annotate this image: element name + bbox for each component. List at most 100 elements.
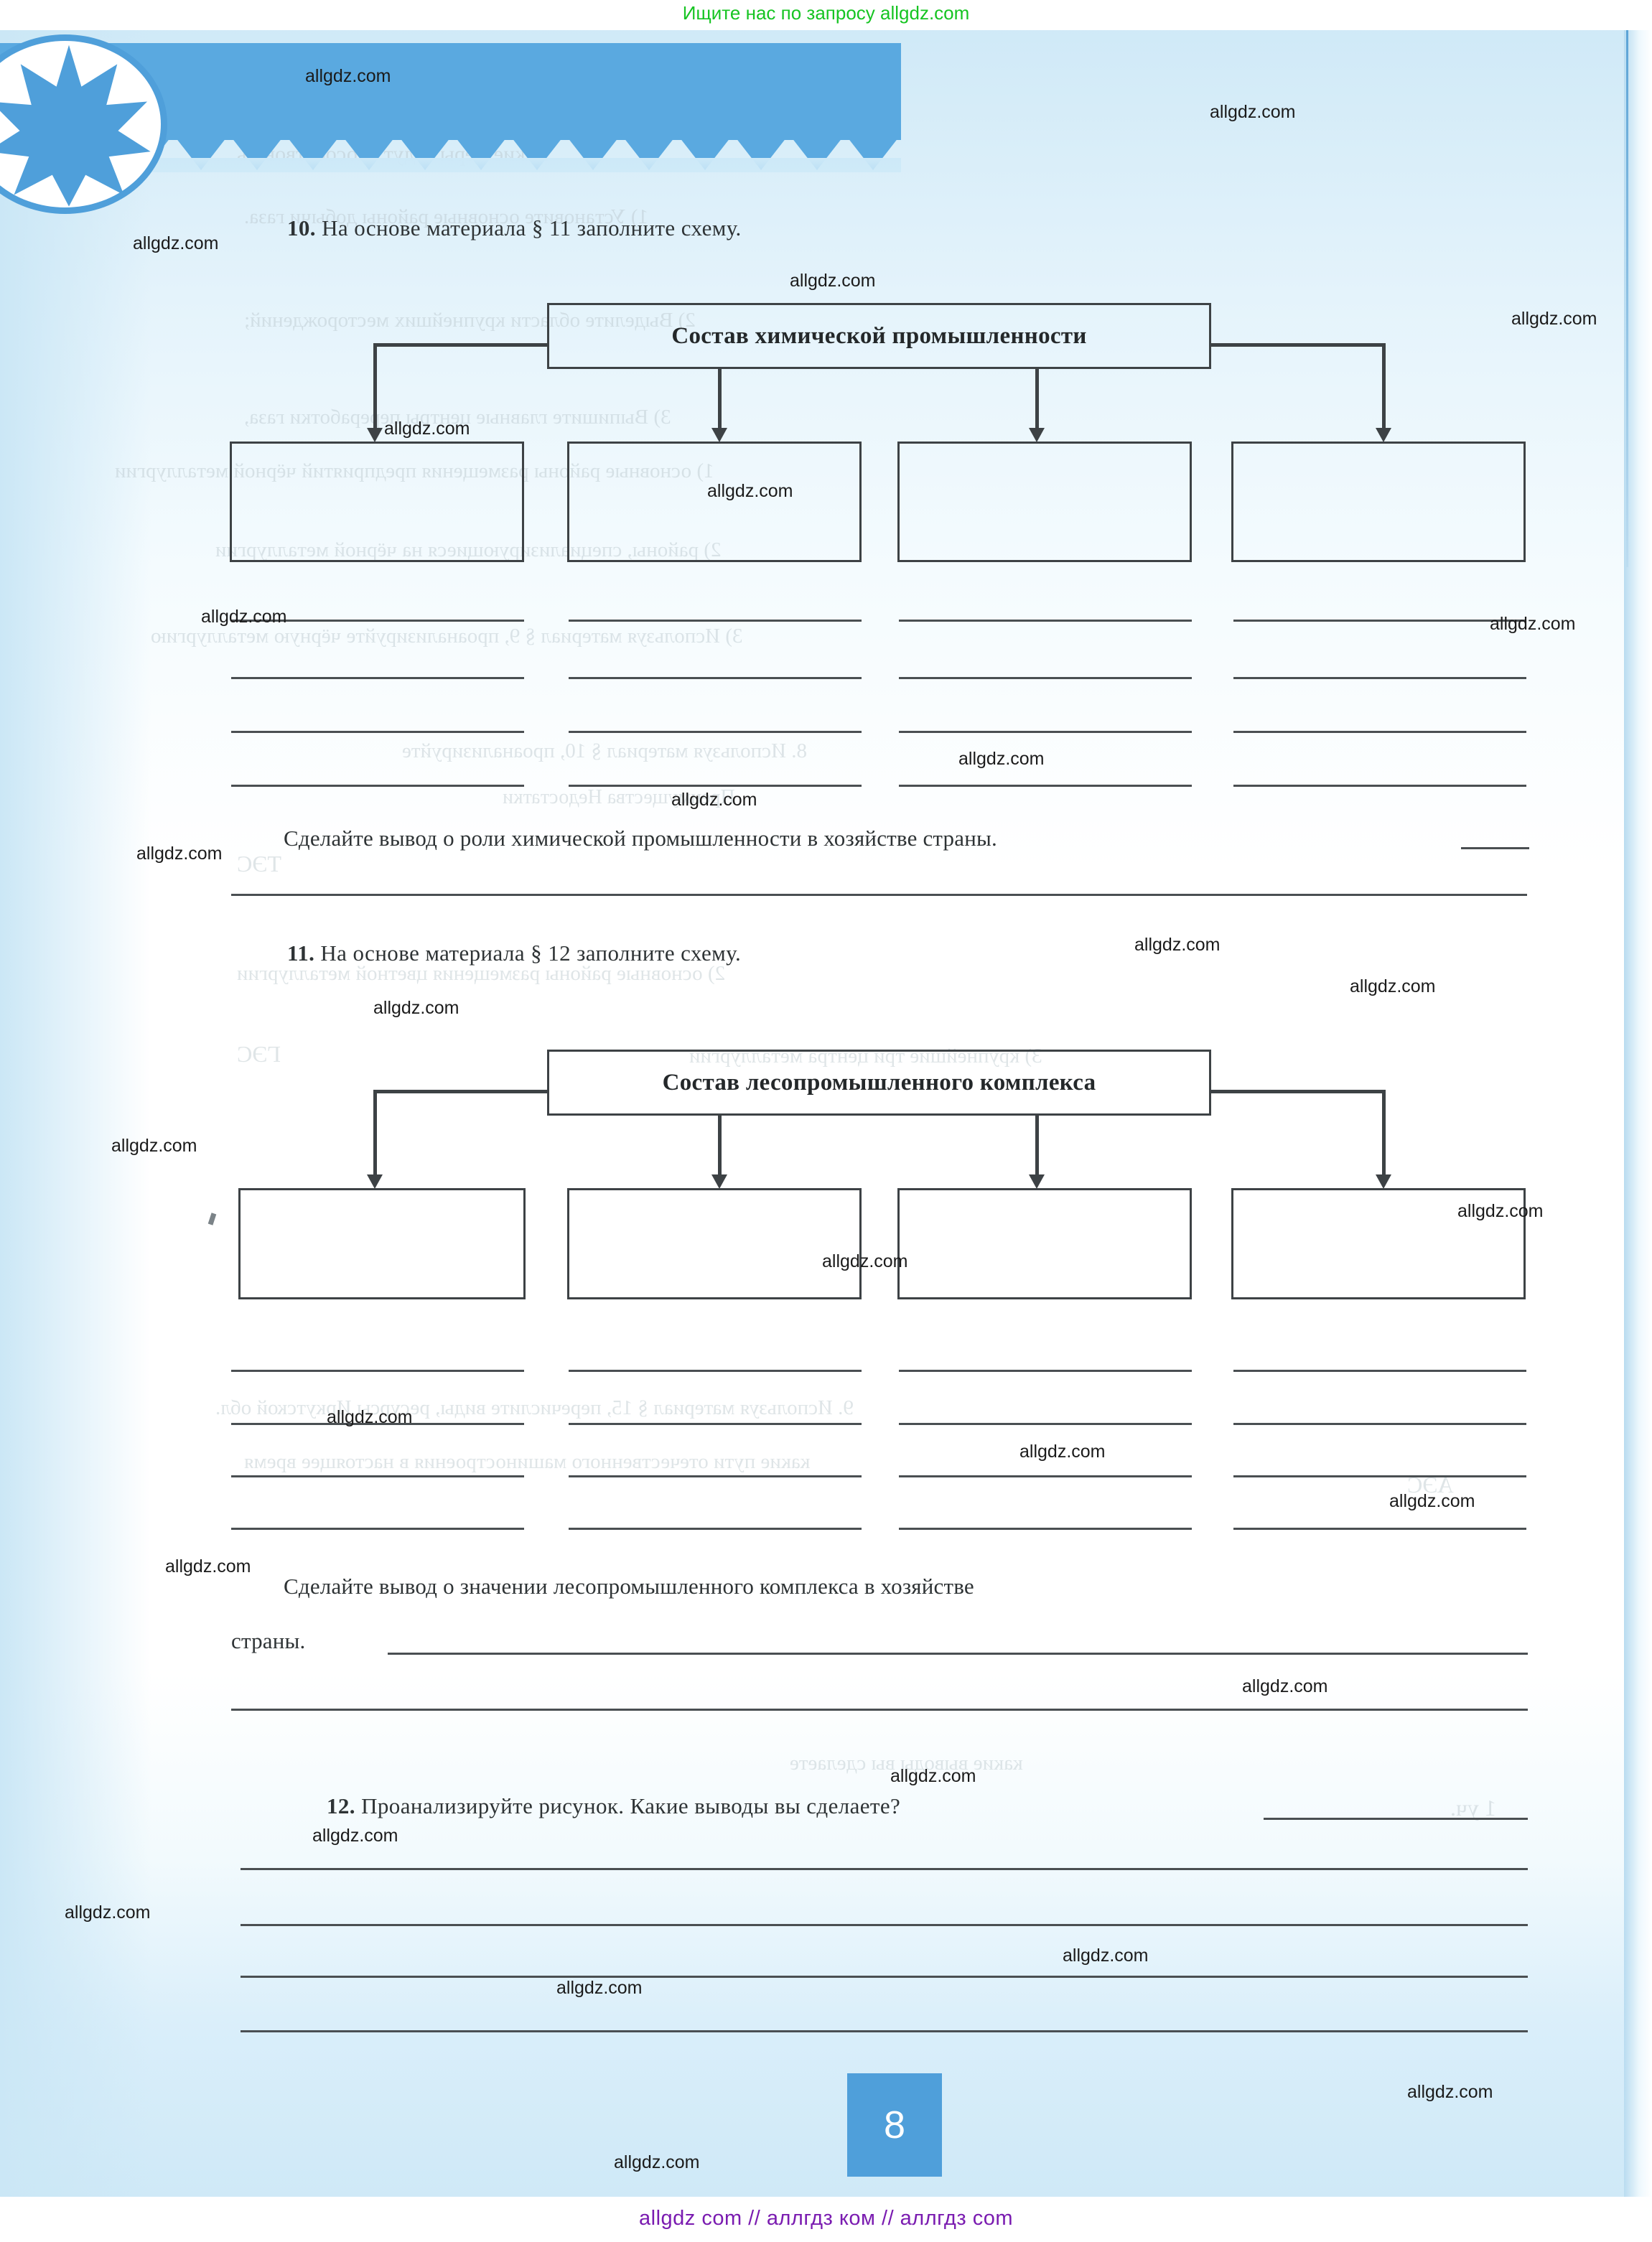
watermark-allgdz: allgdz.com: [1134, 935, 1221, 955]
watermark-allgdz: allgdz.com: [614, 2152, 700, 2172]
ghost-text: ТЭС: [237, 851, 282, 877]
answer-line[interactable]: [569, 620, 862, 622]
answer-line[interactable]: [231, 1423, 524, 1425]
connector-leaf3-v: [1035, 1113, 1039, 1177]
answer-line[interactable]: [241, 2030, 1528, 2032]
bottom-promo-bar: allgdz com // аллгдз ком // аллгдз com: [0, 2197, 1652, 2242]
watermark-allgdz: allgdz.com: [890, 1766, 976, 1786]
watermark-allgdz: allgdz.com: [707, 481, 793, 501]
watermark-allgdz: allgdz.com: [1210, 102, 1296, 122]
answer-line[interactable]: [231, 1528, 524, 1530]
answer-line[interactable]: [569, 731, 862, 733]
task-10-conclusion: Сделайте вывод о роли химической промышл…: [284, 826, 997, 851]
answer-line[interactable]: [1233, 1475, 1526, 1477]
watermark-allgdz: allgdz.com: [136, 844, 223, 864]
task-10-leaf-box-1[interactable]: [230, 442, 524, 562]
task-10-diagram-title-box: Состав химической промышленности: [547, 303, 1211, 369]
answer-line[interactable]: [569, 1423, 862, 1425]
page-fold-crease: [1626, 22, 1628, 567]
answer-line[interactable]: [899, 785, 1192, 787]
answer-line[interactable]: [231, 1370, 524, 1372]
task-11-leaf-box-2[interactable]: [567, 1188, 862, 1299]
answer-line[interactable]: [1233, 731, 1526, 733]
task-11-leaf-box-4[interactable]: [1231, 1188, 1526, 1299]
zigzag-divider-icon: [0, 129, 901, 170]
connector-right-h: [1210, 343, 1386, 347]
answer-line[interactable]: [231, 731, 524, 733]
watermark-allgdz: allgdz.com: [384, 419, 470, 439]
task-11-leaf-box-1[interactable]: [238, 1188, 526, 1299]
answer-line[interactable]: [569, 677, 862, 679]
ghost-text: ГЭС: [237, 1041, 281, 1067]
answer-line[interactable]: [231, 1475, 524, 1477]
watermark-allgdz: allgdz.com: [958, 749, 1045, 769]
answer-line[interactable]: [899, 620, 1192, 622]
task-11-heading: 11. На основе материала § 12 заполните с…: [287, 940, 741, 966]
answer-line[interactable]: [241, 1868, 1528, 1870]
task-11-number: 11.: [287, 940, 321, 966]
arrow-head-leaf4-icon: [1376, 1174, 1391, 1189]
task-11-diagram-title-box: Состав лесопромышленного комплекса: [547, 1050, 1211, 1116]
answer-line[interactable]: [899, 677, 1192, 679]
answer-line[interactable]: [231, 785, 524, 787]
connector-leaf1-v: [373, 1090, 377, 1176]
answer-line[interactable]: [899, 731, 1192, 733]
answer-line[interactable]: [899, 1528, 1192, 1530]
top-promo-banner: Ищите нас по запросу allgdz.com: [0, 0, 1652, 30]
connector-leaf2-v: [718, 1113, 722, 1177]
answer-line[interactable]: [388, 1653, 1528, 1655]
answer-line[interactable]: [231, 1709, 1528, 1711]
arrow-head-leaf3-icon: [1029, 428, 1045, 442]
task-10-leaf-box-4[interactable]: [1231, 442, 1526, 562]
task-10-leaf-box-2[interactable]: [567, 442, 862, 562]
answer-line[interactable]: [231, 620, 524, 622]
answer-line[interactable]: [1461, 847, 1529, 849]
task-11-prompt: На основе материала § 12 заполните схему…: [320, 940, 742, 966]
watermark-allgdz: allgdz.com: [165, 1556, 251, 1577]
task-10-leaf-box-3[interactable]: [897, 442, 1192, 562]
answer-line[interactable]: [569, 1475, 862, 1477]
arrow-head-leaf2-icon: [711, 1174, 727, 1189]
watermark-allgdz: allgdz.com: [373, 998, 459, 1018]
connector-leaf4-v: [1382, 343, 1386, 429]
answer-line[interactable]: [1233, 1528, 1526, 1530]
answer-line[interactable]: [569, 1370, 862, 1372]
watermark-allgdz: allgdz.com: [133, 233, 219, 253]
task-10-prompt: На основе материала § 11 заполните схему…: [322, 215, 742, 240]
answer-line[interactable]: [1233, 785, 1526, 787]
watermark-allgdz: allgdz.com: [822, 1251, 908, 1271]
task-11-diagram-title: Состав лесопромышленного комплекса: [662, 1069, 1096, 1096]
watermark-allgdz: allgdz.com: [1389, 1491, 1475, 1511]
answer-line[interactable]: [241, 1924, 1528, 1926]
watermark-allgdz: allgdz.com: [556, 1978, 643, 1998]
task-11-leaf-box-3[interactable]: [897, 1188, 1192, 1299]
answer-line[interactable]: [1264, 1818, 1528, 1820]
watermark-allgdz: allgdz.com: [312, 1826, 398, 1846]
answer-line[interactable]: [231, 894, 1527, 896]
answer-line[interactable]: [569, 785, 862, 787]
answer-line[interactable]: [899, 1370, 1192, 1372]
task-12-prompt: Проанализируйте рисунок. Какие выводы вы…: [361, 1793, 901, 1818]
connector-left-h: [373, 343, 549, 347]
connector-left-h: [373, 1090, 549, 1093]
answer-line[interactable]: [899, 1475, 1192, 1477]
task-11-conclusion-line2: страны.: [231, 1628, 306, 1653]
watermark-allgdz: allgdz.com: [65, 1902, 151, 1923]
page-number: 8: [883, 2103, 906, 2147]
watermark-allgdz: allgdz.com: [1490, 614, 1576, 634]
answer-line[interactable]: [241, 1976, 1528, 1978]
answer-line[interactable]: [899, 1423, 1192, 1425]
connector-leaf1-v: [373, 343, 377, 429]
answer-line[interactable]: [1233, 1423, 1526, 1425]
ghost-text: какие пути отечественного машиностроения…: [244, 1450, 811, 1473]
watermark-allgdz: allgdz.com: [201, 607, 287, 627]
watermark-allgdz: allgdz.com: [1242, 1676, 1328, 1696]
top-promo-banner-text: Ищите нас по запросу allgdz.com: [682, 2, 970, 24]
answer-line[interactable]: [1233, 620, 1526, 622]
answer-line[interactable]: [1233, 1370, 1526, 1372]
answer-line[interactable]: [231, 677, 524, 679]
workbook-page: Какие меры будут способствовать… 1) Уста…: [0, 22, 1624, 2197]
answer-line[interactable]: [1233, 677, 1526, 679]
answer-line[interactable]: [569, 1528, 862, 1530]
task-12-number: 12.: [327, 1793, 362, 1818]
